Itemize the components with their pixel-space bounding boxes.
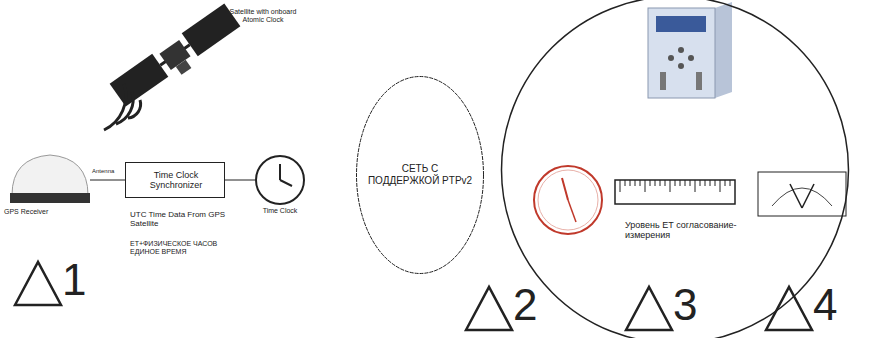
node-text: Уровень ЕТ согласование-измерения	[625, 220, 745, 241]
meter-icon	[758, 172, 846, 216]
node-text: Time Clock Synchronizer	[130, 170, 222, 191]
wire	[225, 180, 255, 181]
part-name: Antenna	[92, 168, 126, 175]
note-text: ЕТ+ФИЗИЧЕСКОЕ ЧАСОВ ЕДИНОЕ ВРЕМЯ	[130, 240, 240, 256]
synchronizer-box: Time Clock Synchronizer	[125, 162, 225, 198]
part-name: Time Clock	[255, 207, 305, 215]
node-text: СЕТЬ С ПОДДЕРЖКОЙ PTPv2	[367, 163, 473, 186]
callout-number: 2	[513, 283, 543, 327]
analog-clock-icon	[534, 166, 602, 234]
ruler-ticks	[620, 180, 730, 192]
clock-icon	[256, 156, 304, 204]
signal-waves	[104, 84, 141, 130]
satellite-label: Satellite with onboard Atomic Clock	[228, 8, 298, 24]
callout-number: 3	[673, 283, 703, 327]
part-name: GPS Receiver	[4, 208, 74, 216]
relay-device-icon	[648, 2, 732, 98]
network-ellipse: СЕТЬ С ПОДДЕРЖКОЙ PTPv2	[355, 75, 485, 275]
gps-receiver-icon	[10, 155, 90, 203]
satellite-icon	[110, 3, 244, 111]
ruler-icon	[615, 180, 735, 204]
callout-triangles	[15, 262, 812, 330]
callout-number: 4	[813, 283, 843, 327]
note-text: UTC Time Data From GPS Satellite	[130, 210, 240, 228]
callout-number: 1	[62, 258, 92, 302]
cable	[90, 180, 125, 181]
